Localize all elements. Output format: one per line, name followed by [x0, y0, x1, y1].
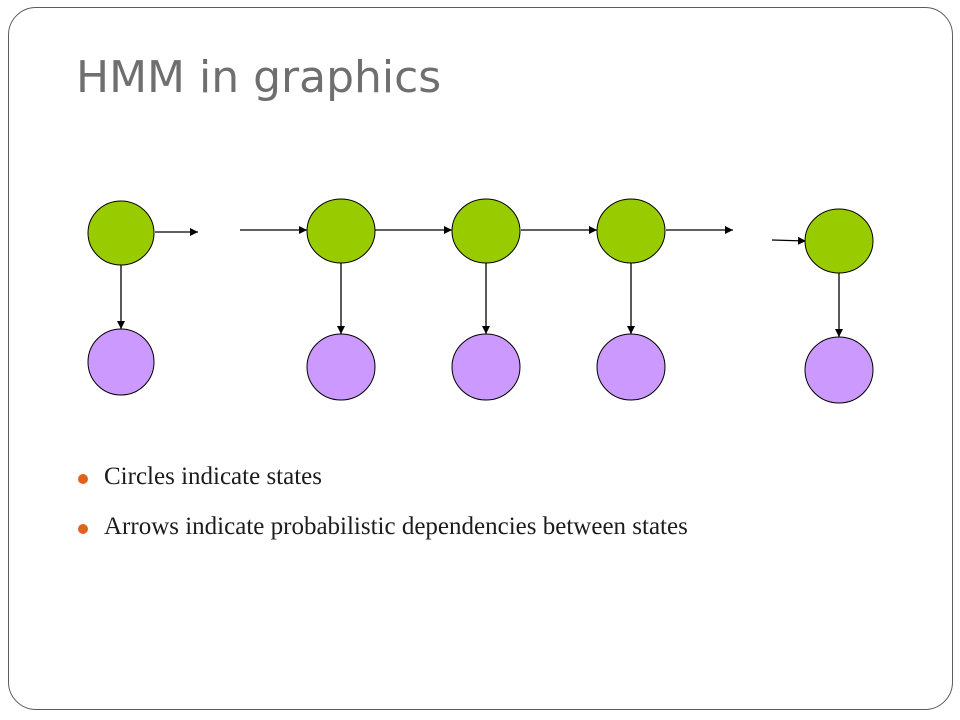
emission-arrows: [117, 263, 843, 337]
hidden-state-circle: [451, 198, 521, 264]
bullet-text: Circles indicate states: [104, 463, 322, 490]
observation-circle: [87, 328, 155, 396]
observation-circle: [451, 333, 521, 401]
bullet-text: Arrows indicate probabilistic dependenci…: [104, 513, 688, 540]
slide-title: HMM in graphics: [76, 52, 442, 103]
bullet-item: Arrows indicate probabilistic dependenci…: [78, 512, 688, 542]
bullet-dot-icon: [78, 474, 88, 484]
observation-circle: [306, 333, 376, 401]
bullet-list: Circles indicate states Arrows indicate …: [78, 462, 688, 562]
hidden-states: [87, 198, 874, 274]
hidden-state-circle: [306, 198, 376, 264]
bullet-item: Circles indicate states: [78, 462, 688, 492]
hidden-state-circle: [87, 200, 155, 266]
transition-arrow: [771, 236, 807, 245]
observations: [87, 328, 874, 404]
hidden-state-circle: [596, 198, 666, 264]
observation-circle: [596, 333, 666, 401]
observation-circle: [804, 336, 874, 404]
bullet-dot-icon: [78, 524, 88, 534]
hidden-state-circle: [804, 208, 874, 274]
transition-arrows: [155, 226, 807, 245]
